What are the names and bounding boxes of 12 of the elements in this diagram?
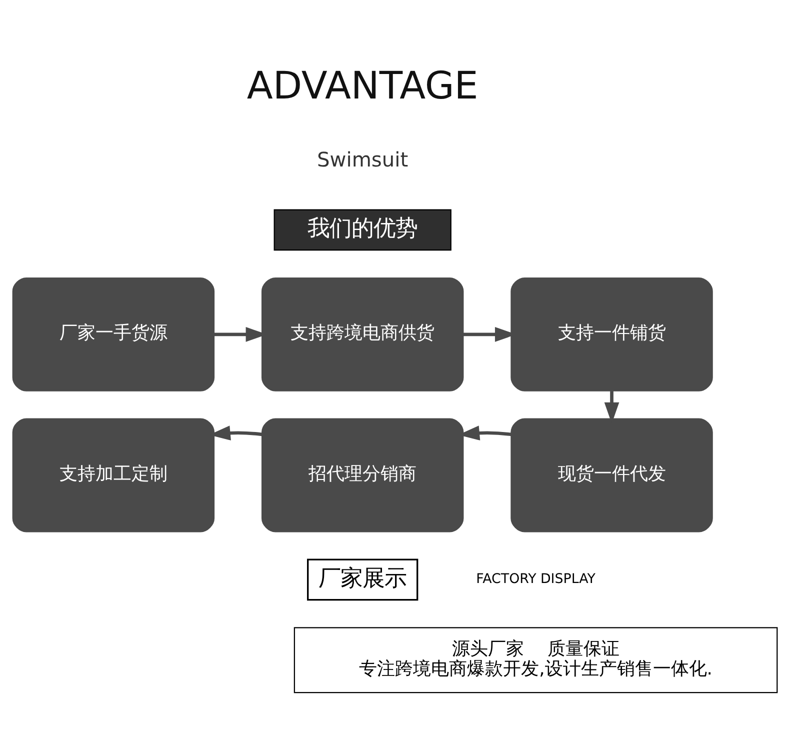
node-box: 厂家展示 xyxy=(307,558,418,600)
node-box: 招代理分销商 xyxy=(261,418,464,532)
node-box: 支持跨境电商供货 xyxy=(261,276,464,391)
node-box: 支持加工定制 xyxy=(12,418,215,532)
node-box: 支持一件铺货 xyxy=(510,276,713,391)
label: FACTORY DISPLAY xyxy=(476,572,596,587)
node-box: 厂家一手货源 xyxy=(12,276,215,391)
node-box: 我们的优势 xyxy=(274,208,452,250)
label: Swimsuit xyxy=(317,147,408,172)
label: ADVANTAGE xyxy=(246,62,478,107)
node-box: 现货一件代发 xyxy=(510,418,713,532)
node-box: 源头厂家 质量保证 专注跨境电商爆款开发,设计生产销售一体化. xyxy=(294,626,778,693)
